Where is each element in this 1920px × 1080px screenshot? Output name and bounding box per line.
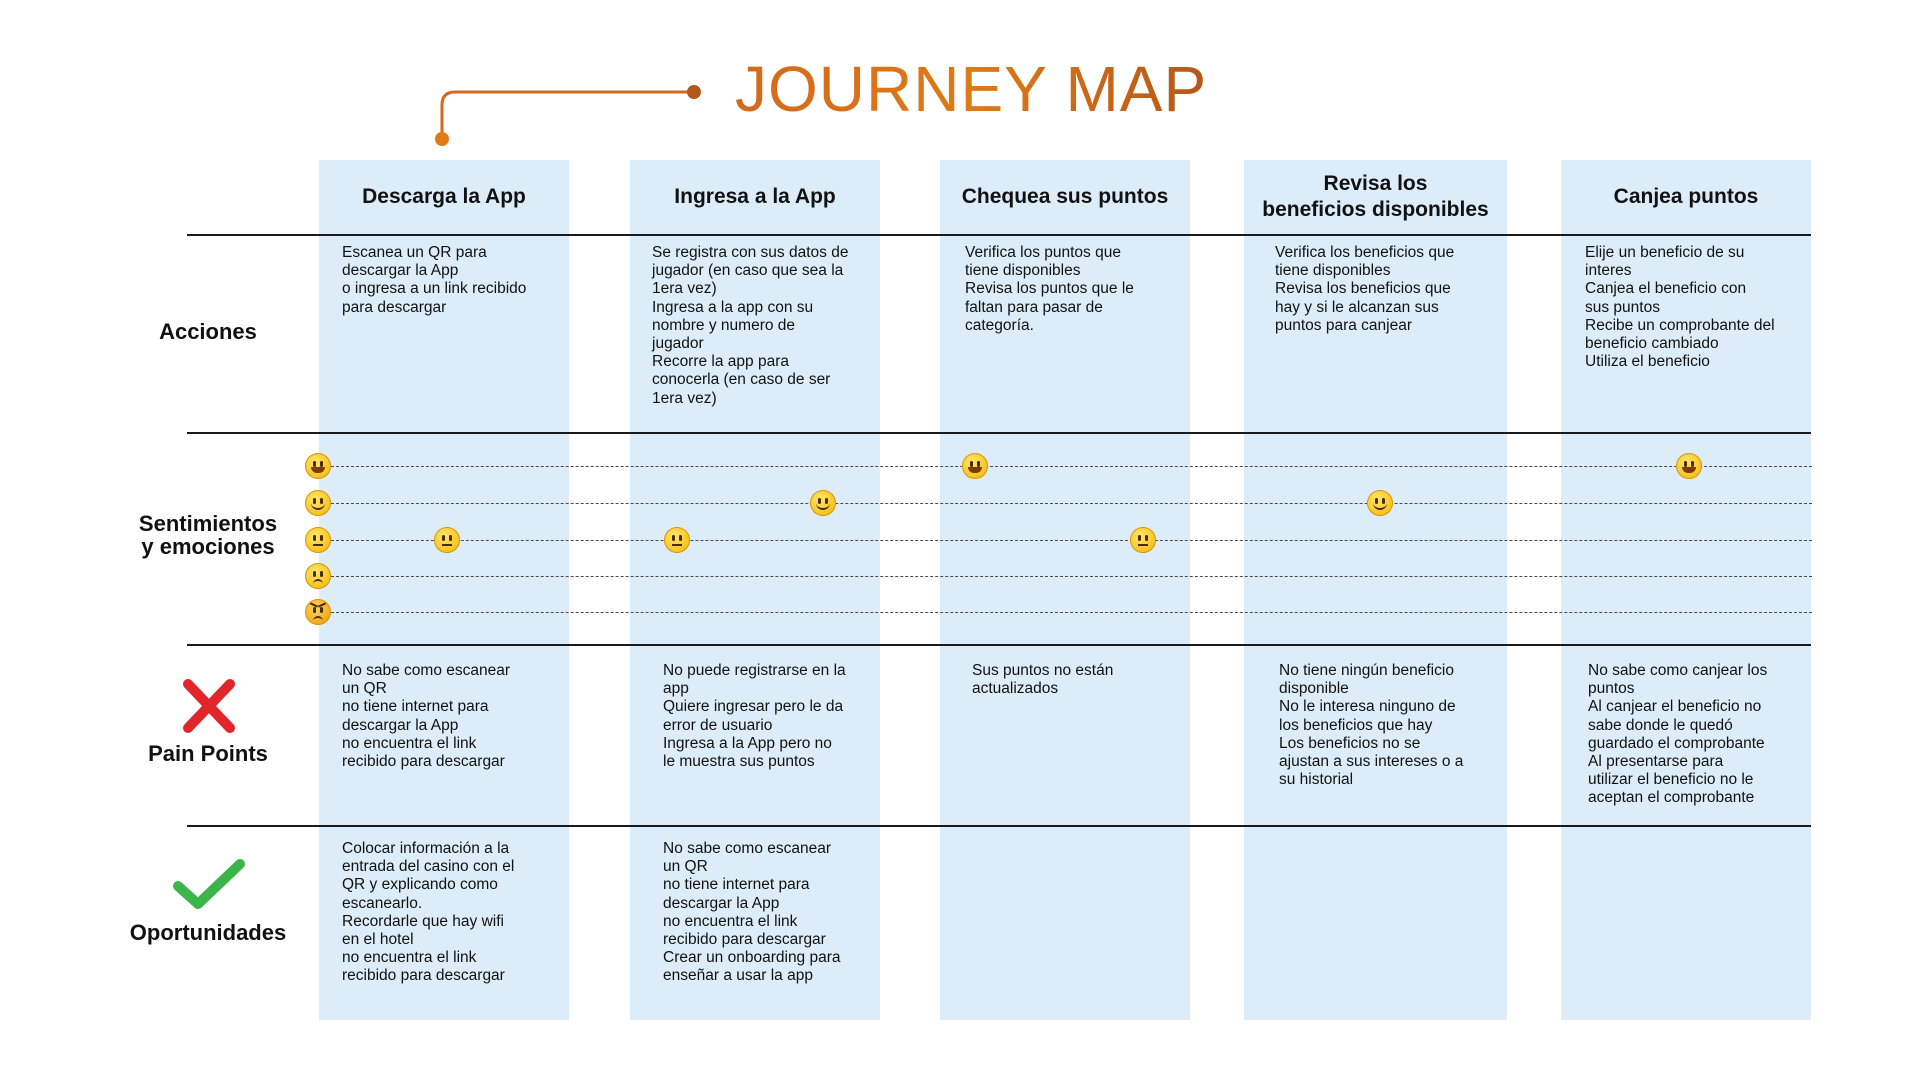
column-background-2 [630,160,880,1020]
pain-cell-1: No sabe como escanear un QR no tiene int… [342,662,511,771]
column-header-5: Canjea puntos [1613,185,1759,208]
column-header-4: Revisa los beneficios disponibles [1262,172,1489,221]
column-header-1: Descarga la App [362,185,526,208]
check-icon [173,859,245,909]
emotion-line-2 [326,503,1812,504]
happy-icon [305,490,331,516]
divider-header [187,234,1811,236]
row-label-pain-points: Pain Points [148,741,268,766]
acciones-cell-3: Verifica los puntos que tiene disponible… [965,244,1134,334]
divider-acciones [187,432,1811,434]
title-connector-icon [435,85,701,146]
oportunidades-cell-1: Colocar información a la entrada del cas… [342,840,515,985]
column-background-4 [1244,160,1507,1020]
acciones-cell-1: Escanea un QR para descargar la App o in… [342,244,527,316]
pain-cell-2: No puede registrarse en la app Quiere in… [663,662,846,771]
emotion-marker-chequea-2 [1130,527,1156,553]
divider-sentimientos [187,644,1811,646]
column-background-5 [1561,160,1811,1020]
cross-icon [183,679,235,733]
column-header-3: Chequea sus puntos [961,185,1169,208]
page-title: JOURNEY MAP [735,53,1208,125]
column-header-2: Ingresa a la App [674,185,836,208]
sad-icon [305,563,331,589]
emotion-line-1 [326,466,1812,467]
pain-cell-3: Sus puntos no están actualizados [972,662,1114,698]
emotion-marker-chequea [962,453,988,479]
column-background-1 [319,160,569,1020]
neutral-icon [305,527,331,553]
pain-cell-5: No sabe como canjear los puntos Al canje… [1588,662,1768,807]
row-label-sentimientos: Sentimientos y emociones [138,511,278,559]
very-happy-icon [305,453,331,479]
divider-pain-points [187,825,1811,827]
column-background-3 [940,160,1190,1020]
emotion-line-3 [326,540,1812,541]
emotion-marker-descarga [434,527,460,553]
emotion-marker-ingresa-2 [810,490,836,516]
emotion-marker-ingresa [664,527,690,553]
emotion-marker-revisa [1367,490,1393,516]
oportunidades-cell-2: No sabe como escanear un QR no tiene int… [663,840,841,985]
pain-cell-4: No tiene ningún beneficio disponible No … [1279,662,1464,789]
acciones-cell-4: Verifica los beneficios que tiene dispon… [1275,244,1455,334]
acciones-cell-2: Se registra con sus datos de jugador (en… [652,244,849,407]
angry-icon [305,599,331,625]
row-label-acciones: Acciones [159,319,257,344]
emotion-line-4 [326,576,1812,577]
emotion-marker-canjea [1676,453,1702,479]
emotion-line-5 [326,612,1812,613]
row-label-oportunidades: Oportunidades [129,920,287,945]
acciones-cell-5: Elije un beneficio de su interes Canjea … [1585,244,1775,371]
